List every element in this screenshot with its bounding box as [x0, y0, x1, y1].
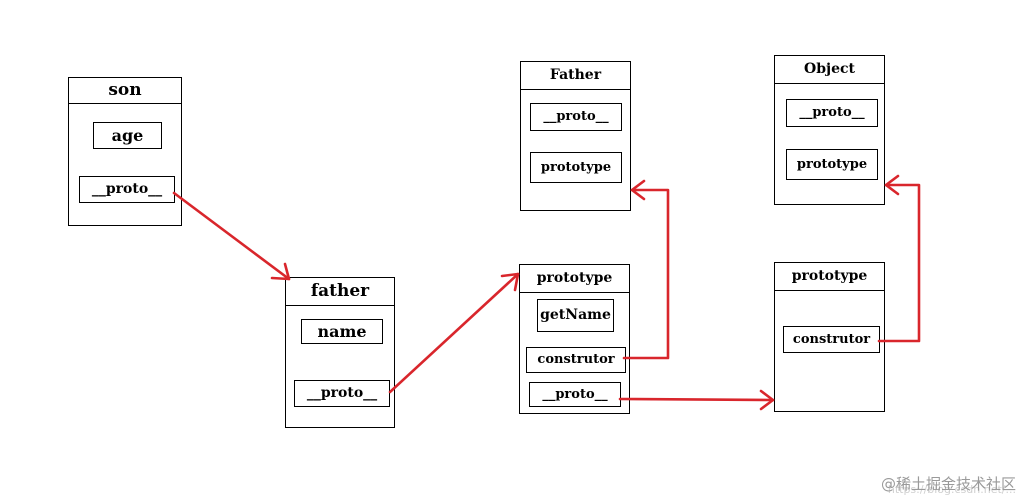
Father-constructor-box: Father __proto__ prototype	[520, 61, 631, 211]
father-proto-field: __proto__	[294, 380, 390, 407]
father-prototype-getname-field: getName	[537, 299, 614, 332]
arrowhead-proto-to-object-prototype	[759, 389, 775, 411]
son-proto-field: __proto__	[79, 176, 175, 203]
object-prototype-title: prototype	[775, 263, 884, 291]
Object-title: Object	[775, 56, 884, 84]
arrow-constructor-to-Father	[622, 188, 670, 360]
watermark-faint-url: https://blog.csdn.net/...	[887, 483, 1016, 496]
arrowhead-father-to-prototype	[500, 272, 520, 292]
Father-proto-field: __proto__	[530, 103, 622, 131]
Object-constructor-box: Object __proto__ prototype	[774, 55, 885, 205]
father-name-field: name	[301, 319, 383, 344]
arrowhead-son-to-father	[270, 262, 291, 281]
arrow-son-to-father	[172, 191, 291, 281]
son-title: son	[69, 78, 181, 104]
son-age-field: age	[93, 122, 162, 149]
father-prototype-constructor-field: construtor	[526, 347, 626, 373]
father-prototype-title: prototype	[520, 265, 629, 293]
arrow-proto-to-object-prototype	[618, 397, 775, 402]
father-title: father	[286, 278, 394, 306]
father-box: father name __proto__	[285, 277, 395, 428]
Father-title: Father	[521, 62, 630, 90]
watermark-text: @稀土掘金技术社区	[880, 475, 1016, 493]
Object-proto-field: __proto__	[786, 99, 878, 127]
arrow-constructor-to-Object	[877, 183, 921, 343]
object-prototype-constructor-field: construtor	[783, 326, 880, 353]
arrowhead-constructor-to-Father	[630, 179, 646, 201]
father-prototype-proto-field: __proto__	[529, 382, 621, 407]
object-prototype-box: prototype construtor	[774, 262, 885, 412]
arrow-father-to-prototype	[388, 272, 520, 394]
Father-prototype-field: prototype	[530, 152, 622, 183]
son-box: son age __proto__	[68, 77, 182, 226]
Object-prototype-field: prototype	[786, 149, 878, 180]
arrowhead-constructor-to-Object	[884, 174, 900, 196]
father-prototype-box: prototype getName construtor __proto__	[519, 264, 630, 414]
